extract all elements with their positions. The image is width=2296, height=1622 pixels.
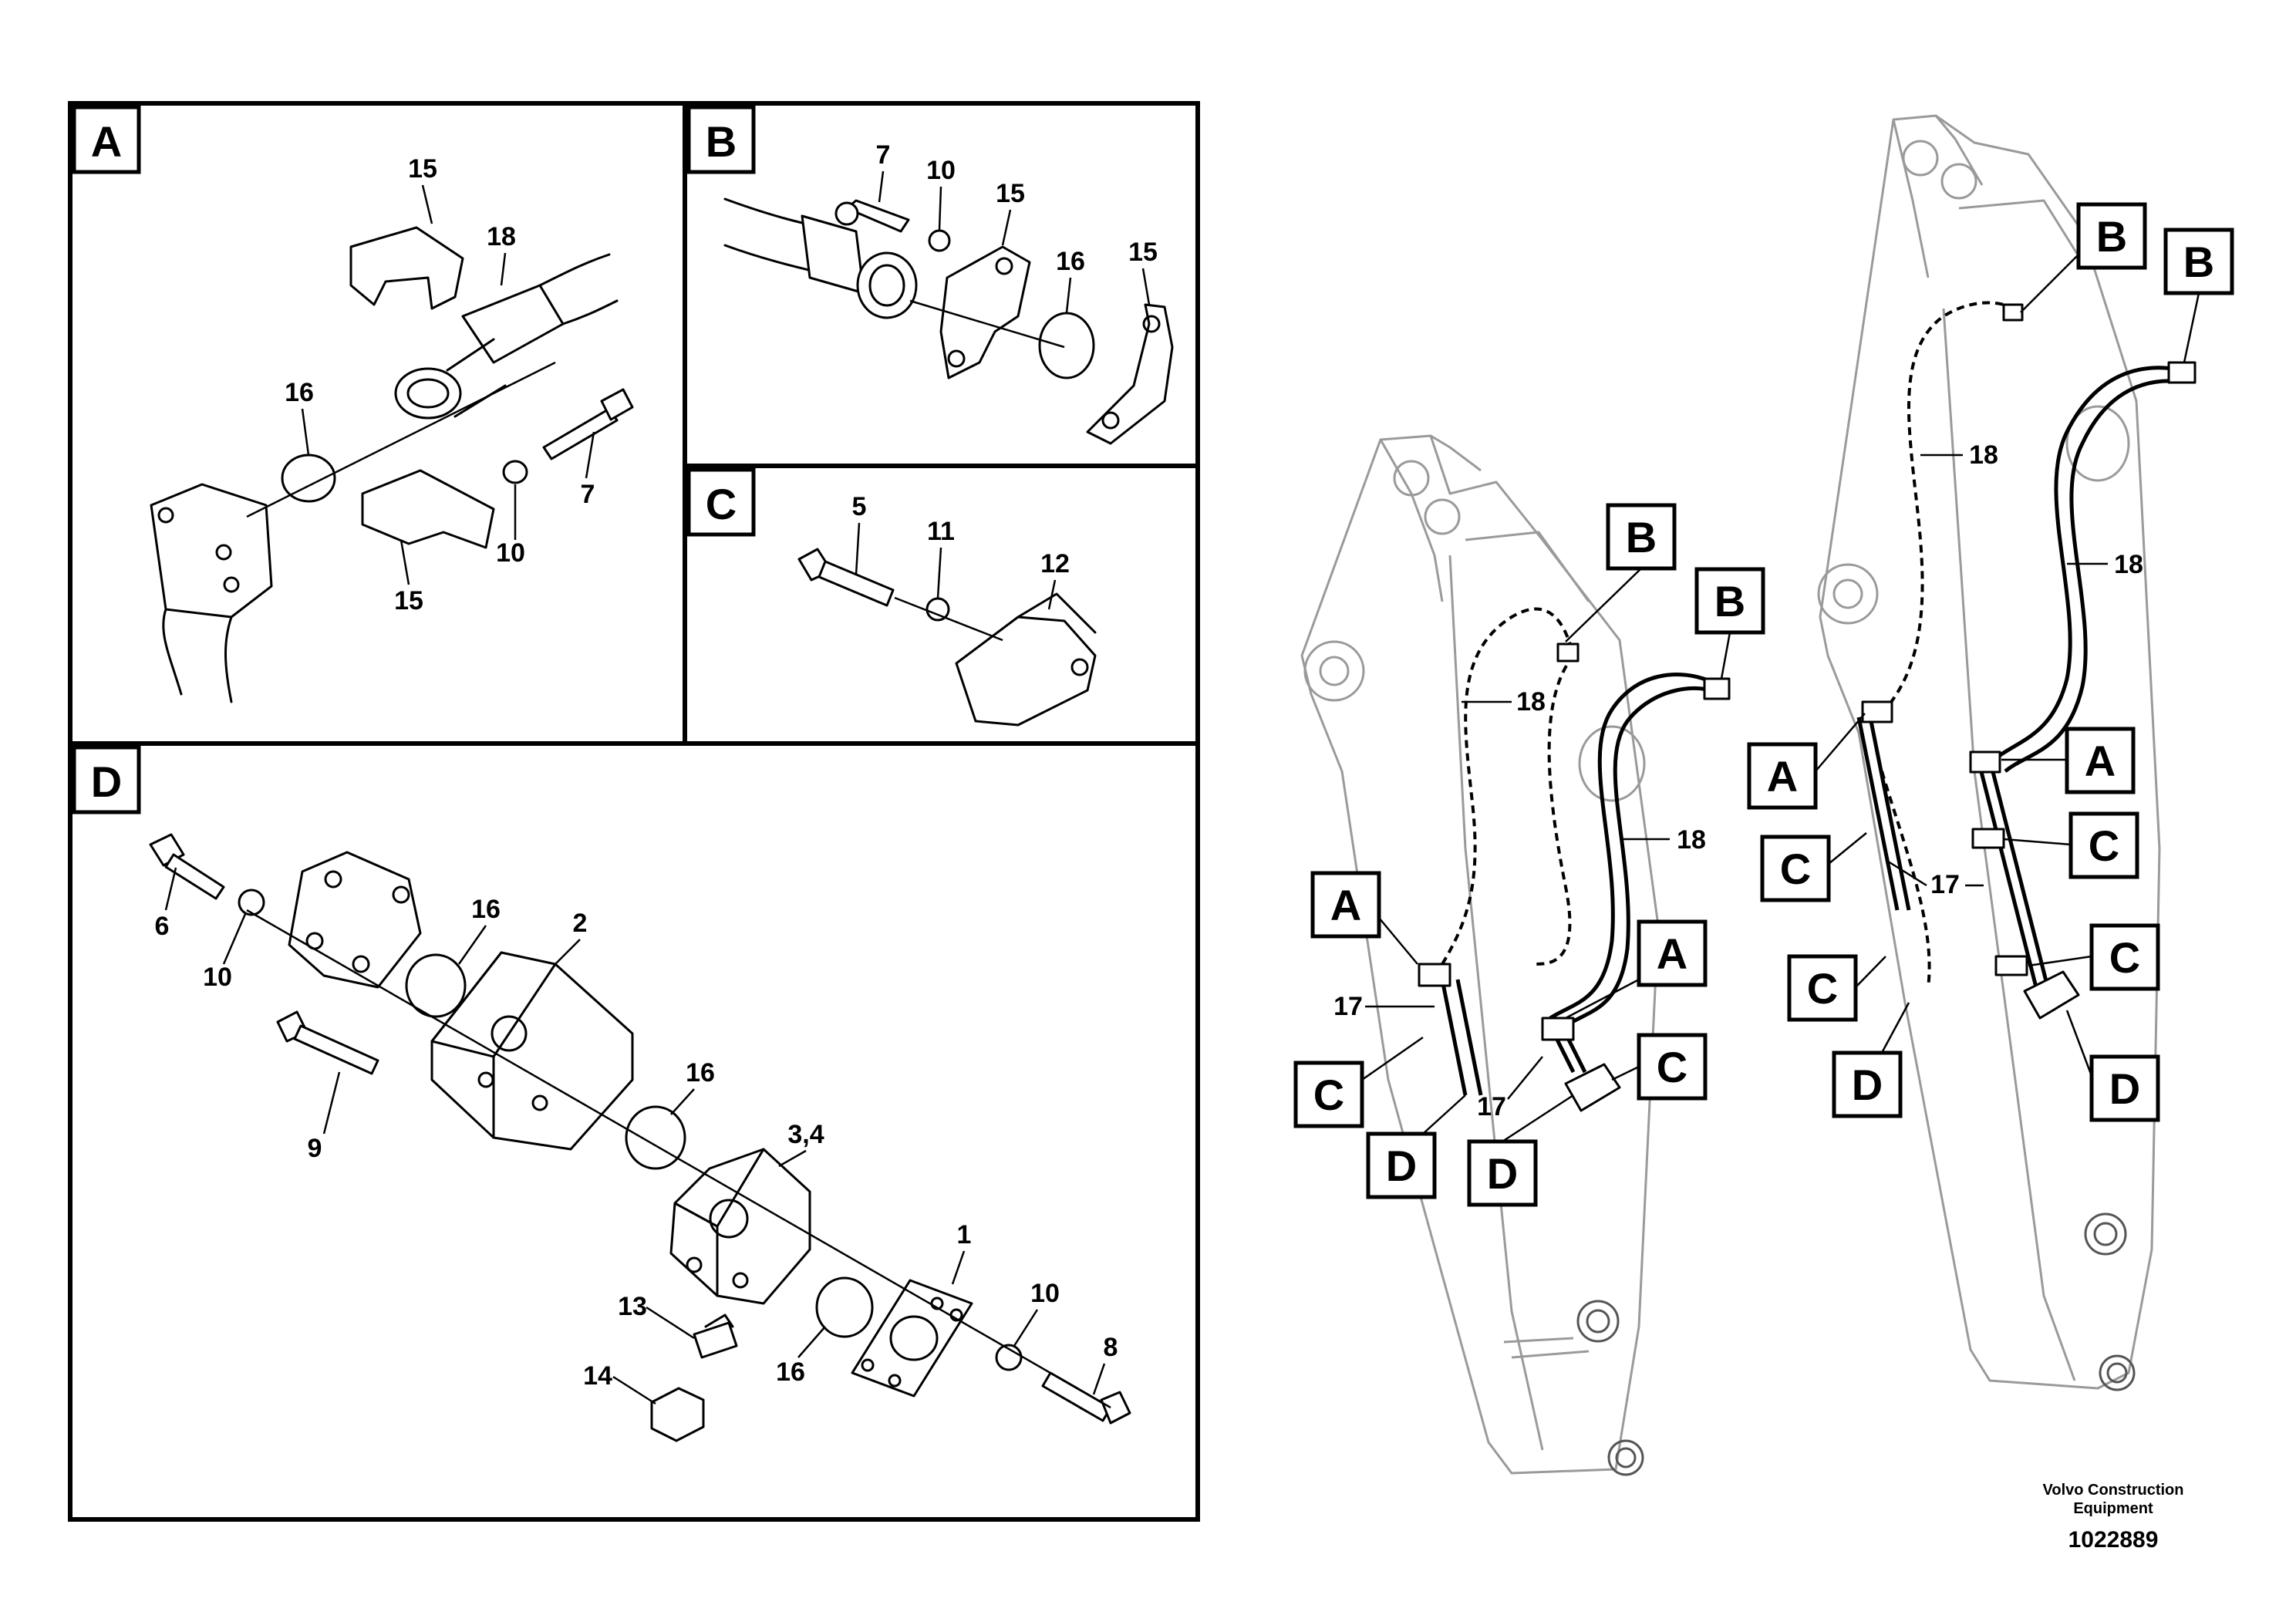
panel-d-letter: D xyxy=(91,757,122,806)
elbow-flange-drawing xyxy=(150,483,273,619)
left-tag-c-right: C xyxy=(1657,1043,1687,1091)
panel-d: D xyxy=(72,745,1131,1442)
hose-b-drawing xyxy=(801,214,865,295)
left-tag-b-top: B xyxy=(1626,513,1657,561)
right-tag-d-right: D xyxy=(2109,1064,2140,1113)
callout-1: 1 xyxy=(957,1220,972,1249)
brand-line-2: Equipment xyxy=(2073,1500,2153,1517)
callout-11: 11 xyxy=(927,517,955,546)
panel-b-letter: B xyxy=(706,117,737,166)
callout-7: 7 xyxy=(581,480,595,509)
callout-10: 10 xyxy=(496,538,525,568)
callout-16-d-mid: 16 xyxy=(686,1058,715,1088)
right-callout-18-solid: 18 xyxy=(2114,550,2143,579)
right-tag-c-right-lower: C xyxy=(2109,933,2140,982)
left-callout-17-left: 17 xyxy=(1333,992,1363,1021)
right-tag-a-right: A xyxy=(2085,737,2116,785)
right-tag-b-top: B xyxy=(2096,212,2127,261)
brand-line-1: Volvo Construction xyxy=(2042,1482,2184,1499)
panel-a-letter: A xyxy=(91,117,122,166)
callout-6: 6 xyxy=(155,912,170,941)
callout-18: 18 xyxy=(487,222,516,251)
left-tag-d-left: D xyxy=(1386,1141,1417,1190)
boom-left-overview: B B A A C C D D 18 18 17 17 xyxy=(1293,434,1765,1476)
right-tag-c-right-upper: C xyxy=(2089,821,2119,870)
callout-10-b: 10 xyxy=(926,156,956,185)
screw-9-drawing xyxy=(293,1024,379,1075)
callout-13: 13 xyxy=(618,1292,647,1321)
bolt-7-drawing xyxy=(542,407,619,460)
right-tag-c-left-lower: C xyxy=(1807,964,1838,1013)
nut-14-drawing xyxy=(650,1387,705,1442)
left-tag-b-right: B xyxy=(1714,577,1745,626)
callout-16-d-bottom: 16 xyxy=(776,1357,805,1387)
left-tag-a-right: A xyxy=(1657,929,1687,978)
callout-15-b-right: 15 xyxy=(1128,238,1158,267)
panel-d-letter-box xyxy=(72,745,141,814)
block-3-4-drawing xyxy=(669,1148,811,1305)
callout-15-top: 15 xyxy=(408,154,437,184)
callout-14: 14 xyxy=(583,1361,612,1391)
left-callout-17-right: 17 xyxy=(1477,1092,1506,1121)
panel-b-letter-box xyxy=(686,105,756,174)
panel-a: A 15 18 16 7 10 15 xyxy=(72,105,634,703)
panel-a-letter-box xyxy=(72,105,141,174)
left-tag-c-left: C xyxy=(1313,1071,1344,1119)
block-2-drawing xyxy=(430,951,634,1151)
detail-panels-frame xyxy=(68,101,1200,1522)
right-callout-18-dashed: 18 xyxy=(1969,440,1998,470)
right-tag-a-left: A xyxy=(1767,752,1798,801)
left-tag-a-left: A xyxy=(1330,881,1361,929)
callout-5: 5 xyxy=(852,492,867,521)
callout-16: 16 xyxy=(285,378,314,407)
left-callout-18-dashed: 18 xyxy=(1516,687,1546,717)
panel-c: C 5 11 12 xyxy=(686,467,1097,727)
callout-15-b-left: 15 xyxy=(996,179,1025,208)
boom-left-outline xyxy=(1300,434,1660,1475)
clamp-half-bottom-drawing xyxy=(361,469,495,549)
clamp-b-left-drawing xyxy=(939,245,1031,379)
callout-2: 2 xyxy=(573,909,588,938)
callout-7-b: 7 xyxy=(876,140,891,170)
flange-1-drawing xyxy=(851,1279,973,1398)
callout-12: 12 xyxy=(1040,549,1070,578)
right-tag-c-left-upper: C xyxy=(1780,845,1811,893)
callout-15-bottom: 15 xyxy=(394,586,423,615)
callout-16-d-top: 16 xyxy=(471,895,501,924)
callout-3-4: 3,4 xyxy=(787,1120,824,1149)
bracket-12-drawing xyxy=(955,615,1097,727)
drawing-number: 1022889 xyxy=(2068,1527,2159,1553)
callout-10-d-right: 10 xyxy=(1030,1279,1060,1308)
callout-8: 8 xyxy=(1104,1333,1118,1362)
boom-right-outline xyxy=(1819,114,2161,1390)
left-callout-18-solid: 18 xyxy=(1677,825,1706,855)
panel-c-letter-box xyxy=(686,467,756,537)
callout-16-b: 16 xyxy=(1056,247,1085,276)
right-callout-17: 17 xyxy=(1930,870,1960,899)
right-tag-d-left: D xyxy=(1852,1061,1883,1109)
panel-c-letter: C xyxy=(706,480,737,528)
screw-8-drawing xyxy=(1041,1371,1112,1422)
left-tag-d-right: D xyxy=(1487,1149,1518,1198)
panel-b: B 7 10 15 16 15 xyxy=(686,105,1174,445)
fitting-13-drawing xyxy=(693,1321,738,1359)
bolt-5-drawing xyxy=(818,560,895,607)
clamp-half-top-drawing xyxy=(349,226,464,310)
boom-right-overview: B B A A C C C C D D 18 18 17 xyxy=(1747,114,2234,1391)
callout-9: 9 xyxy=(308,1134,322,1163)
title-block: Volvo Construction Equipment 1022889 xyxy=(1974,1481,2252,1553)
right-tag-b-right: B xyxy=(2183,238,2214,286)
callout-10-d-top: 10 xyxy=(203,963,232,992)
clamp-b-right-drawing xyxy=(1086,303,1174,445)
